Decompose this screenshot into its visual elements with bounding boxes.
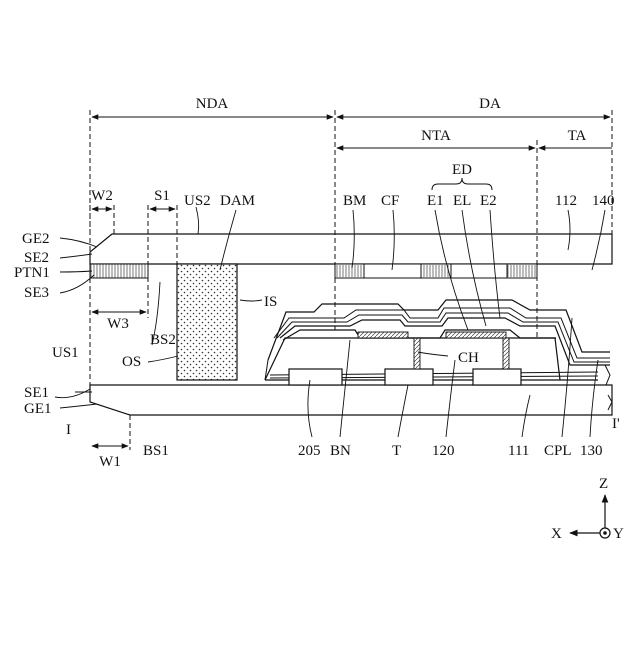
label-nda: NDA <box>196 96 229 112</box>
label-w2: W2 <box>91 188 113 204</box>
label-w3: W3 <box>107 316 129 332</box>
bm-block-1 <box>336 265 364 277</box>
label-t: T <box>392 443 401 459</box>
label-ed: ED <box>452 162 472 178</box>
label-se2: SE2 <box>24 250 49 266</box>
bm-block-2 <box>421 265 451 277</box>
ed-brace <box>432 178 492 190</box>
label-ge1: GE1 <box>24 401 52 417</box>
label-us1: US1 <box>52 345 79 361</box>
label-is: IS <box>264 294 277 310</box>
label-se1: SE1 <box>24 385 49 401</box>
label-111: 111 <box>508 443 529 459</box>
anode-e1-left <box>358 332 408 338</box>
label-120: 120 <box>432 443 455 459</box>
label-se3: SE3 <box>24 285 49 301</box>
anode-e1-right <box>446 332 506 338</box>
contact-hole-1 <box>414 338 420 369</box>
label-cf: CF <box>381 193 399 209</box>
label-bm: BM <box>343 193 366 209</box>
label-s1: S1 <box>154 188 170 204</box>
pad-205 <box>289 369 342 385</box>
label-us2: US2 <box>184 193 211 209</box>
axis-y-label: Y <box>613 526 624 542</box>
contact-hole-2 <box>503 338 509 369</box>
label-os: OS <box>122 354 141 370</box>
label-ptn1: PTN1 <box>14 265 50 281</box>
axis-indicator <box>570 495 610 538</box>
label-dam: DAM <box>220 193 255 209</box>
axis-x-label: X <box>551 526 562 542</box>
transistor-2 <box>473 369 521 385</box>
transistor-t <box>385 369 433 385</box>
label-nta: NTA <box>421 128 451 144</box>
label-205: 205 <box>298 443 321 459</box>
label-w1: W1 <box>99 454 121 470</box>
bm-block-3 <box>507 265 536 277</box>
label-e1: E1 <box>427 193 444 209</box>
dam <box>177 264 237 380</box>
label-112: 112 <box>555 193 577 209</box>
label-el: EL <box>453 193 471 209</box>
lower-substrate <box>90 385 612 415</box>
label-da: DA <box>479 96 501 112</box>
label-ge2: GE2 <box>22 231 50 247</box>
label-bs2: BS2 <box>150 332 176 348</box>
axis-z-label: Z <box>599 476 608 492</box>
label-ch: CH <box>458 350 479 366</box>
label-130: 130 <box>580 443 603 459</box>
label-cpl: CPL <box>544 443 572 459</box>
upper-substrate <box>90 234 612 264</box>
label-i-prime: I' <box>612 416 620 432</box>
label-bn: BN <box>330 443 351 459</box>
label-ta: TA <box>568 128 587 144</box>
ptn1-pattern <box>90 264 148 278</box>
region-dimensions <box>90 110 612 395</box>
label-i: I <box>66 422 71 438</box>
label-bs1: BS1 <box>143 443 169 459</box>
label-e2: E2 <box>480 193 497 209</box>
label-140: 140 <box>592 193 615 209</box>
